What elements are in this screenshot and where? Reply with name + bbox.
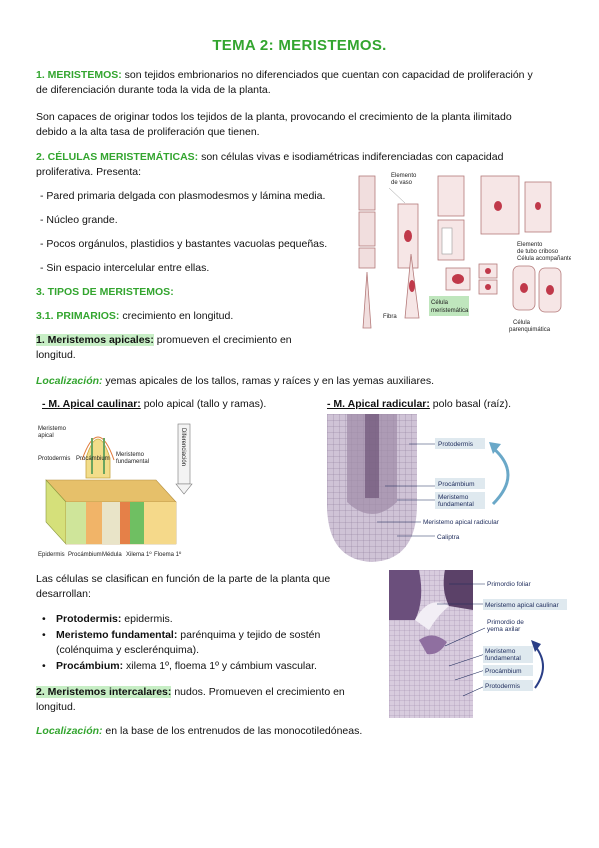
fig4-protodermis: Protodermis — [485, 683, 521, 690]
fig3-caliptra: Caliptra — [437, 534, 460, 541]
cell-types-figure: Elemento de vaso Elemento de tubo cribos… — [353, 168, 573, 334]
apicales-heading: 1. Meristemos apicales: — [36, 334, 154, 346]
radicular-text: polo basal (raíz). — [429, 398, 512, 410]
fig2-epidermis: Epidermis — [38, 552, 65, 558]
vaso-label-1: Elemento — [391, 173, 417, 179]
meristemos-text-b: de diferenciación durante toda la vida d… — [36, 84, 271, 96]
item-label: Procámbium: — [56, 660, 124, 672]
parenq-label-1: Célula — [513, 320, 531, 326]
fig2-xilema: Xilema 1º — [126, 551, 152, 558]
capacity-line-1: Son capaces de originar todos los tejido… — [36, 111, 512, 123]
clasificacion-line-2: desarrollan: — [36, 588, 91, 600]
caulinar-line: - M. Apical caulinar: polo apical (tallo… — [42, 397, 266, 412]
fig3-procambium: Procámbium — [438, 481, 474, 488]
intercalares-text-a: nudos. Promueven el crecimiento en — [171, 686, 345, 698]
fig4-fundamental-1: Meristemo — [485, 648, 516, 655]
fig2-medula: Médula — [102, 552, 122, 558]
tubo-label-2: de tubo criboso — [517, 249, 559, 255]
primarios-line: 3.1. PRIMARIOS: crecimiento en longitud. — [36, 309, 566, 324]
fig3-fundamental-1: Meristemo — [438, 494, 469, 501]
localizacion-intercalar: Localización: en la base de los entrenud… — [36, 724, 566, 739]
meristemos-text-a: son tejidos embrionarios no diferenciado… — [121, 69, 533, 81]
caulinar-text: polo apical (tallo y ramas). — [140, 398, 267, 410]
localizacion-label: Localización: — [36, 725, 103, 737]
fig3-fundamental-2: fundamental — [438, 501, 474, 508]
meristemos-definition: 1. MERISTEMOS: son tejidos embrionarios … — [36, 68, 566, 98]
fig2-procambium: Procámbium — [76, 456, 110, 462]
page-title: TEMA 2: MERISTEMOS. — [212, 37, 387, 54]
item-text: xilema 1º, floema 1º y cámbium vascular. — [123, 660, 317, 672]
meristemos-heading: 1. MERISTEMOS: — [36, 69, 122, 81]
merist-label-1: Célula — [431, 300, 449, 306]
feature-item: - Núcleo grande. — [40, 214, 118, 226]
tipos-heading: 3. TIPOS DE MERISTEMOS: — [36, 286, 174, 298]
intercalares-heading: 2. Meristemos intercalares: — [36, 686, 172, 698]
list-item: • Meristemo fundamental: parénquima y te… — [42, 629, 321, 656]
tubo-label-3: Célula acompañante — [517, 256, 571, 262]
list-item: • Protodermis: epidermis. — [42, 613, 173, 625]
fig3-apical-radicular: Meristemo apical radicular — [423, 519, 500, 526]
fibra-label: Fibra — [383, 314, 397, 320]
celulas-text-a: son células vivas e isodiamétricas indif… — [198, 151, 504, 163]
radicular-line: - M. Apical radicular: polo basal (raíz)… — [327, 397, 511, 412]
feature-item: - Sin espacio intercelular entre ellas. — [40, 262, 210, 274]
feature-item: - Pared primaria delgada con plasmodesmo… — [40, 190, 326, 202]
intercalares-paragraph: 2. Meristemos intercalares: nudos. Promu… — [36, 685, 376, 715]
localizacion-text: en la base de los entrenudos de las mono… — [102, 725, 363, 737]
intercalares-text-b: longitud. — [36, 701, 76, 713]
apicales-text-a: promueven el crecimiento en — [153, 334, 292, 346]
fig2-diferenciacion: Diferenciación — [180, 428, 186, 466]
fig4-primordio-yema-2: yema axilar — [487, 626, 521, 633]
item-text-2: (colénquima y esclerénquima). — [56, 644, 199, 656]
primarios-text: crecimiento en longitud. — [119, 310, 234, 322]
celulas-heading: 2. CÉLULAS MERISTEMÁTICAS: — [36, 151, 199, 163]
apicales-text-b: longitud. — [36, 349, 76, 361]
capacity-line-2: debido a la alta tasa de proliferación q… — [36, 126, 260, 138]
radicular-label: - M. Apical radicular: — [327, 398, 430, 410]
clasificacion-intro: Las células se clasifican en función de … — [36, 572, 376, 602]
celulas-definition: 2. CÉLULAS MERISTEMÁTICAS: son células v… — [36, 150, 566, 180]
tubo-label-1: Elemento — [517, 242, 543, 248]
fig2-merist-apical-2: apical — [38, 433, 54, 439]
caulinar-label: - M. Apical caulinar: — [42, 398, 141, 410]
localizacion-apical: Localización: yemas apicales de los tall… — [36, 374, 566, 389]
localizacion-label: Localización: — [36, 375, 103, 387]
fig4-fundamental-2: fundamental — [485, 655, 521, 662]
fig4-apical-caulinar: Meristemo apical caulinar — [485, 602, 560, 609]
apicales-paragraph: 1. Meristemos apicales: promueven el cre… — [36, 333, 326, 363]
fig4-procambium: Procámbium — [485, 668, 521, 675]
fig2-protodermis: Protodermis — [38, 456, 70, 462]
celulas-text-b: proliferativa. Presenta: — [36, 166, 142, 178]
fig4-primordio-yema-1: Primordio de — [487, 619, 524, 626]
item-text: epidermis. — [121, 613, 173, 625]
feature-item: - Pocos orgánulos, plastidios y bastante… — [40, 238, 328, 250]
item-label: Protodermis: — [56, 613, 122, 625]
root-apex-figure: Protodermis Procámbium Meristemo fundame… — [327, 414, 535, 564]
fig4-primordio-foliar: Primordio foliar — [487, 581, 532, 588]
primarios-heading: 3.1. PRIMARIOS: — [36, 310, 120, 322]
merist-label-2: meristemática — [431, 308, 469, 314]
vaso-label-2: de vaso — [391, 180, 413, 186]
fig2-procambium2: Procámbium — [68, 552, 102, 558]
list-item: • Procámbium: xilema 1º, floema 1º y cám… — [42, 660, 317, 672]
item-text: parénquima y tejido de sostén — [177, 629, 321, 641]
localizacion-text: yemas apicales de los tallos, ramas y ra… — [102, 375, 434, 387]
shoot-micrograph-figure: Primordio foliar Meristemo apical caulin… — [389, 570, 567, 718]
fig2-merist-apical-1: Meristemo — [38, 426, 67, 432]
fig2-fundamental-2: fundamental — [116, 459, 149, 465]
fig3-protodermis: Protodermis — [438, 441, 474, 448]
fig2-fundamental-1: Meristemo — [116, 452, 145, 458]
parenq-label-2: parenquimática — [509, 327, 551, 333]
capacity-paragraph: Son capaces de originar todos los tejido… — [36, 110, 566, 140]
item-label: Meristemo fundamental: — [56, 629, 178, 641]
shoot-apex-figure: Meristemo apical Protodermis Procámbium … — [36, 418, 194, 560]
fig2-floema: Floema 1º — [154, 551, 182, 558]
clasificacion-line-1: Las células se clasifican en función de … — [36, 573, 331, 585]
